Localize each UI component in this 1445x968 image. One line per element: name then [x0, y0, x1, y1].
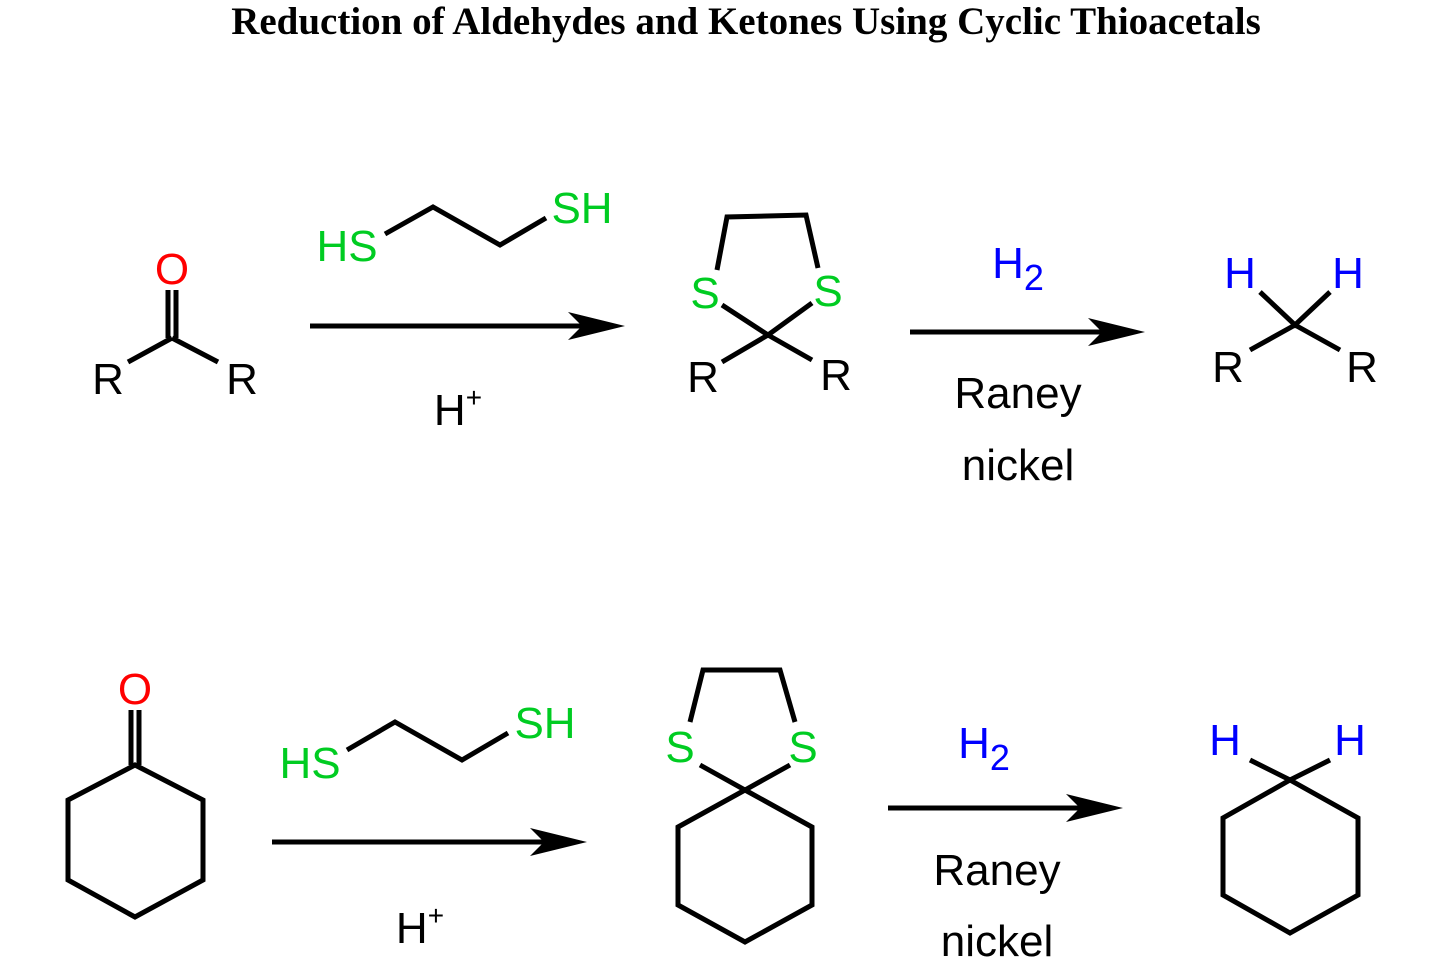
sh-label: SH [551, 184, 612, 233]
oxygen-label: O [155, 245, 189, 294]
r-group-label: R [1346, 343, 1378, 392]
reaction-arrow [888, 794, 1123, 822]
nickel-label: nickel [941, 917, 1054, 966]
cyclohexane-ring [65, 762, 206, 920]
bonds [126, 290, 220, 365]
hydrogen-label: H [1224, 249, 1256, 298]
sulfur-label: S [690, 269, 719, 318]
r-group-label: R [687, 353, 719, 402]
sulfur-label: S [665, 723, 694, 772]
alkane-generic: H H R R [1212, 249, 1378, 392]
cyclohexane-product: H H [1209, 716, 1366, 936]
r-group-label: R [820, 351, 852, 400]
bonds [1248, 290, 1342, 353]
hydrogen-reagent-label: H2 [992, 239, 1044, 298]
reaction-arrow [310, 312, 625, 340]
r-group-label: R [226, 355, 258, 404]
nickel-label: nickel [962, 441, 1075, 490]
bonds [714, 212, 821, 365]
ethanedithiol-reagent: HS SH [279, 699, 575, 788]
r-group-label: R [92, 355, 124, 404]
reaction-arrow [272, 828, 587, 856]
dithiolane-generic: S S R R [687, 212, 852, 402]
acid-catalyst-label: H+ [434, 382, 482, 435]
hs-label: HS [279, 739, 340, 788]
bonds [383, 204, 548, 248]
hs-label: HS [316, 222, 377, 271]
cyclohexane-ring [675, 787, 815, 945]
hydrogen-label: H [1334, 716, 1366, 765]
page-title: Reduction of Aldehydes and Ketones Using… [231, 0, 1261, 43]
carbonyl-bond [128, 710, 142, 765]
reaction-arrow [910, 318, 1145, 346]
hydrogen-label: H [1209, 716, 1241, 765]
sh-label: SH [514, 699, 575, 748]
hydrogen-label: H [1332, 249, 1364, 298]
cyclohexane-ring [1220, 777, 1361, 936]
bonds [1248, 757, 1332, 783]
sulfur-label: S [813, 267, 842, 316]
oxygen-label: O [118, 665, 152, 714]
bonds [345, 719, 510, 763]
bonds [687, 667, 798, 793]
sulfur-label: S [788, 723, 817, 772]
cyclohexanone: O [65, 665, 206, 920]
r-group-label: R [1212, 343, 1244, 392]
raney-label: Raney [954, 369, 1081, 418]
ethanedithiol-reagent: HS SH [316, 184, 612, 271]
acid-catalyst-label: H+ [396, 900, 444, 953]
spiro-dithiolane: S S [665, 667, 818, 945]
hydrogen-reagent-label: H2 [958, 719, 1010, 778]
raney-label: Raney [933, 846, 1060, 895]
ketone-generic: O R R [92, 245, 258, 404]
